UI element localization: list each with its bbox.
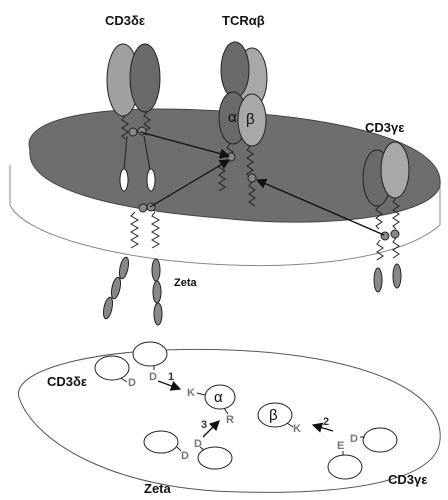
cd3de-bottom-label: CD3δε [47, 374, 87, 389]
cd3ge-top-label: CD3γε [365, 120, 404, 135]
svg-text:R: R [226, 414, 234, 426]
zeta-bottom-label: Zeta [144, 481, 172, 496]
tcr-beta-domain [237, 93, 267, 147]
svg-text:α: α [214, 389, 223, 406]
svg-text:E: E [337, 440, 344, 452]
zeta-top-label: Zeta [174, 277, 198, 289]
svg-text:D: D [350, 433, 358, 445]
svg-text:3: 3 [201, 419, 207, 431]
cd3ge-bottom-label: CD3γε [388, 472, 427, 487]
svg-text:K: K [187, 387, 195, 399]
interaction-arrows-top [139, 131, 385, 236]
bottom-membrane-outline [17, 348, 441, 493]
svg-text:α: α [228, 109, 237, 126]
bottom-beta-circle [257, 402, 293, 428]
cd3-epsilon-domain [129, 43, 161, 113]
svg-text:D: D [181, 450, 189, 462]
cd3-epsilon2-domain [380, 141, 410, 199]
tcr-upper-dark [220, 41, 250, 99]
zeta-circle-2 [197, 446, 233, 470]
membrane-slab [9, 108, 441, 266]
svg-text:2: 2 [323, 416, 329, 428]
cd3de-circle-2 [132, 341, 168, 367]
cd3-delta-epsilon-top: CD3δε [105, 13, 161, 192]
cd3ge-circle-2 [327, 454, 363, 480]
zeta-top: Zeta [102, 202, 198, 326]
cd3de-top-label: CD3δε [105, 13, 145, 28]
svg-text:D: D [149, 371, 157, 383]
bottom-schematic: D D CD3δε 1 α K R 3 D D Zeta β K 2 [17, 341, 441, 496]
tcr-alpha-beta-top: α β TCRαβ [218, 13, 268, 207]
svg-text:K: K [293, 423, 301, 435]
svg-text:β: β [246, 111, 255, 128]
svg-text:1: 1 [168, 371, 174, 383]
svg-text:D: D [128, 377, 136, 389]
tcrab-top-label: TCRαβ [222, 13, 265, 28]
bottom-alpha-circle [204, 384, 236, 410]
cd3de-circle-1 [94, 355, 130, 381]
svg-text:β: β [269, 407, 278, 424]
svg-text:D: D [194, 438, 202, 450]
zeta-circle-1 [143, 430, 179, 454]
cd3ge-circle-1 [362, 427, 398, 453]
